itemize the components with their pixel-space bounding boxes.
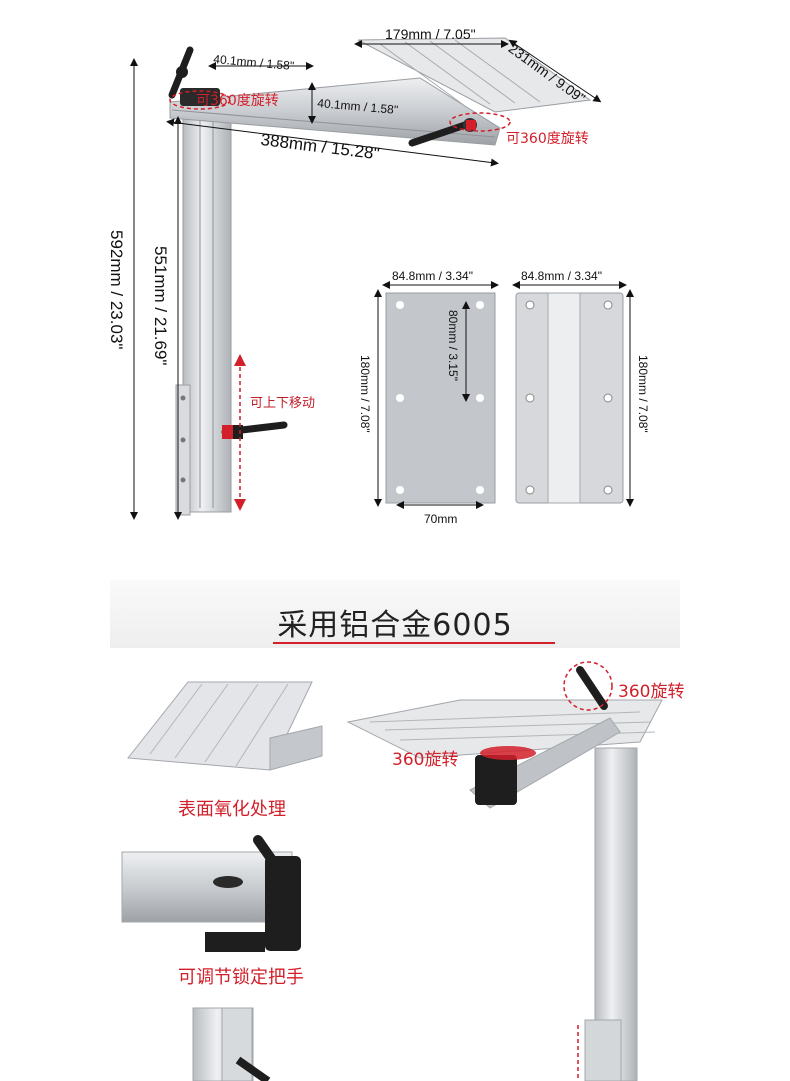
rotate-label-left: 可360度旋转 xyxy=(196,93,279,109)
surface-caption: 表面氧化处理 xyxy=(178,799,286,820)
handle-post xyxy=(221,421,288,439)
surface-plate-photo xyxy=(127,681,323,771)
section-title: 采用铝合金6005 xyxy=(277,608,513,643)
mounting-plate-holes xyxy=(385,292,496,504)
handle-caption: 可调节锁定把手 xyxy=(178,967,304,988)
plate-b-height: 180mm / 7.08" xyxy=(636,355,650,433)
assembly-photo xyxy=(346,661,663,1081)
mounting-plate-rail xyxy=(515,292,624,504)
title-underline xyxy=(273,642,555,644)
plate-a-height: 180mm / 7.08" xyxy=(358,355,372,433)
section-header-band xyxy=(110,580,680,648)
post-bottom-photo xyxy=(192,1007,271,1081)
move-label: 可上下移动 xyxy=(250,396,316,411)
dim-top-width: 179mm / 7.05" xyxy=(385,26,476,42)
handle-closeup-photo xyxy=(121,835,301,952)
handle-top-left xyxy=(168,46,194,99)
rotate-bottom-label: 360旋转 xyxy=(392,750,459,770)
vertical-post xyxy=(175,109,232,516)
rotate-top-label: 360旋转 xyxy=(618,682,685,702)
plate-a-width: 84.8mm / 3.34" xyxy=(392,269,473,283)
plate-a-hole-spacing: 80mm / 3.15" xyxy=(446,310,460,381)
table-bracket-diagram xyxy=(130,37,634,520)
plate-a-bottom: 70mm xyxy=(424,512,458,526)
dim-post-height: 551mm / 21.69" xyxy=(151,246,170,366)
plate-b-width: 84.8mm / 3.34" xyxy=(521,269,602,283)
rotate-label-right: 可360度旋转 xyxy=(506,131,589,147)
feature-illustrations xyxy=(121,661,663,1081)
